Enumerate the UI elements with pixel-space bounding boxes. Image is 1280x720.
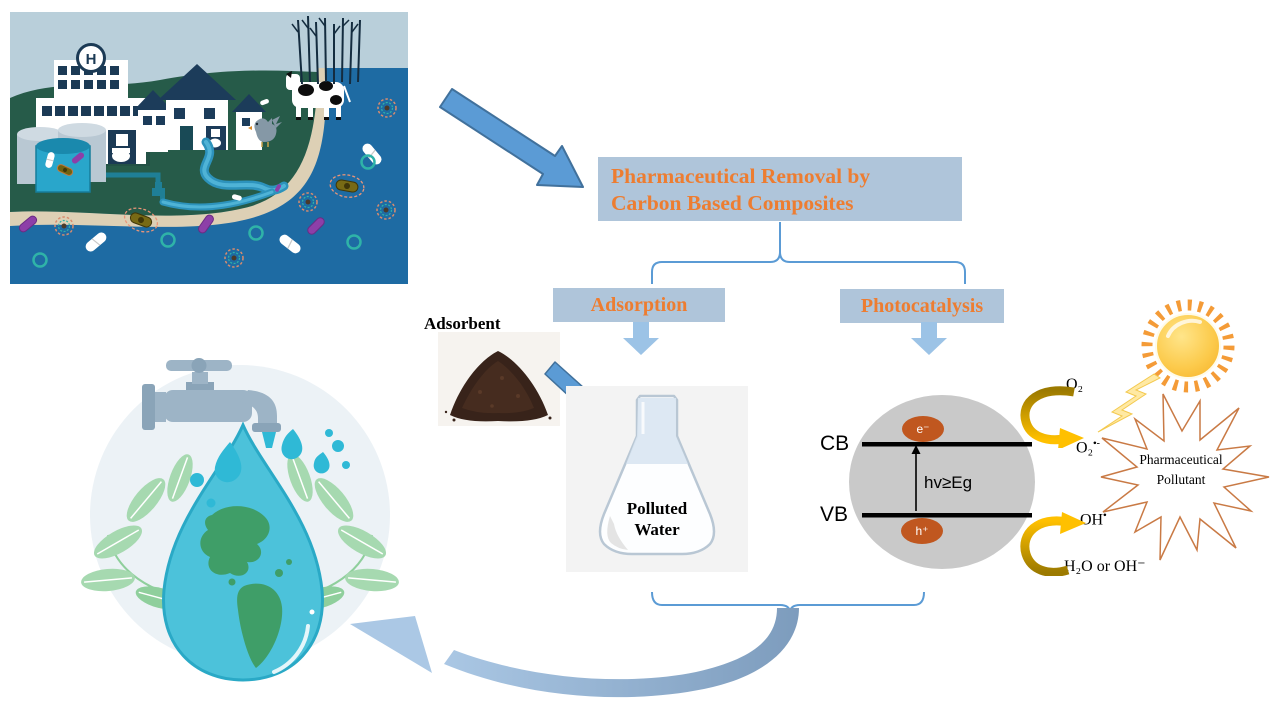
chicken [248,116,282,147]
lightning-icon [1097,373,1161,433]
hole-ellipse [901,518,943,544]
capsule-icon [56,164,74,176]
conduction-band-line [862,442,1032,447]
superoxide-label: O₂•- [1076,438,1100,457]
title-line2: Carbon Based Composites [611,191,854,215]
flask-caption-line1: Polluted [626,499,688,518]
superoxide-radical-sup: •- [1093,438,1100,449]
capsule-icon [71,152,85,164]
title-line1: Pharmaceutical Removal by [611,164,871,188]
pollutant-label-line1: Pharmaceutical [1139,452,1222,467]
earth-continent-south [237,583,283,668]
excitation-label: hv≥Eg [924,473,972,492]
pollution-scene-illustration: H [10,12,408,284]
pollutant-starburst: Pharmaceutical Pollutant [1100,393,1270,561]
earth-continent-north [200,506,270,576]
hydroxyl-radical-sup: • [1103,510,1107,521]
flask-icon [598,394,716,556]
earth-water-drop [162,421,324,682]
water-oxidation-arrow-icon [1020,512,1086,576]
capsule-icon [45,152,55,168]
tap-icon [142,358,281,448]
photocatalysis-down-arrow-icon [911,322,947,355]
photocatalysis-label: Photocatalysis [860,295,984,317]
hospital-sign-icon [76,43,106,73]
clean-water-earth-illustration [81,358,399,682]
electron-ellipse [902,416,944,442]
photocatalyst-particle [849,395,1035,569]
electron-label: e⁻ [916,422,929,436]
microbe-ring-icons [32,154,376,268]
band-diagram: e⁻ h⁺ CB VB hv≥Eg [820,395,1035,569]
title-box: Pharmaceutical Removal by Carbon Based C… [598,157,962,221]
polluted-water-flask-panel: Polluted Water [566,386,748,572]
hospital-sign-letter: H [86,51,97,68]
bacteria-capsule-icon [329,174,365,198]
storage-tanks [17,123,106,193]
adsorption-branch-box: Adsorption [553,288,725,322]
cow [286,71,351,120]
adsorbent-label: Adsorbent [424,314,501,333]
reeds [291,15,361,85]
pipe-faucet [88,172,276,211]
scene-to-title-arrow-icon [439,88,584,188]
valence-band-line [862,513,1032,518]
flask-caption: Polluted Water [566,498,748,540]
adsorption-down-arrow-icon [623,322,659,355]
adsorption-label: Adsorption [590,294,688,316]
hole-label: h⁺ [915,524,928,538]
spiral-microbe-icons [54,98,397,268]
bacteria-capsule-icon [123,207,159,233]
water-hydroxide-label: H₂O or OH⁻ [1064,558,1146,575]
flask-caption-line2: Water [634,520,680,539]
sea-pollutants [18,98,397,268]
water-splash [190,429,350,508]
top-brace-connector [651,222,966,284]
hydroxyl-label: OH• [1080,510,1107,529]
adsorbent-powder-image [438,332,560,426]
vb-label: VB [820,503,848,526]
toilet-icon [108,130,136,164]
oxygen-reduction-arrow-icon [1020,386,1084,448]
treated-water-swoosh-arrow-icon [350,608,799,698]
cb-label: CB [820,432,849,455]
photocatalysis-branch-box: Photocatalysis [840,289,1004,323]
sun-icon [1141,299,1235,393]
pollutant-label-line2: Pollutant [1157,472,1206,487]
